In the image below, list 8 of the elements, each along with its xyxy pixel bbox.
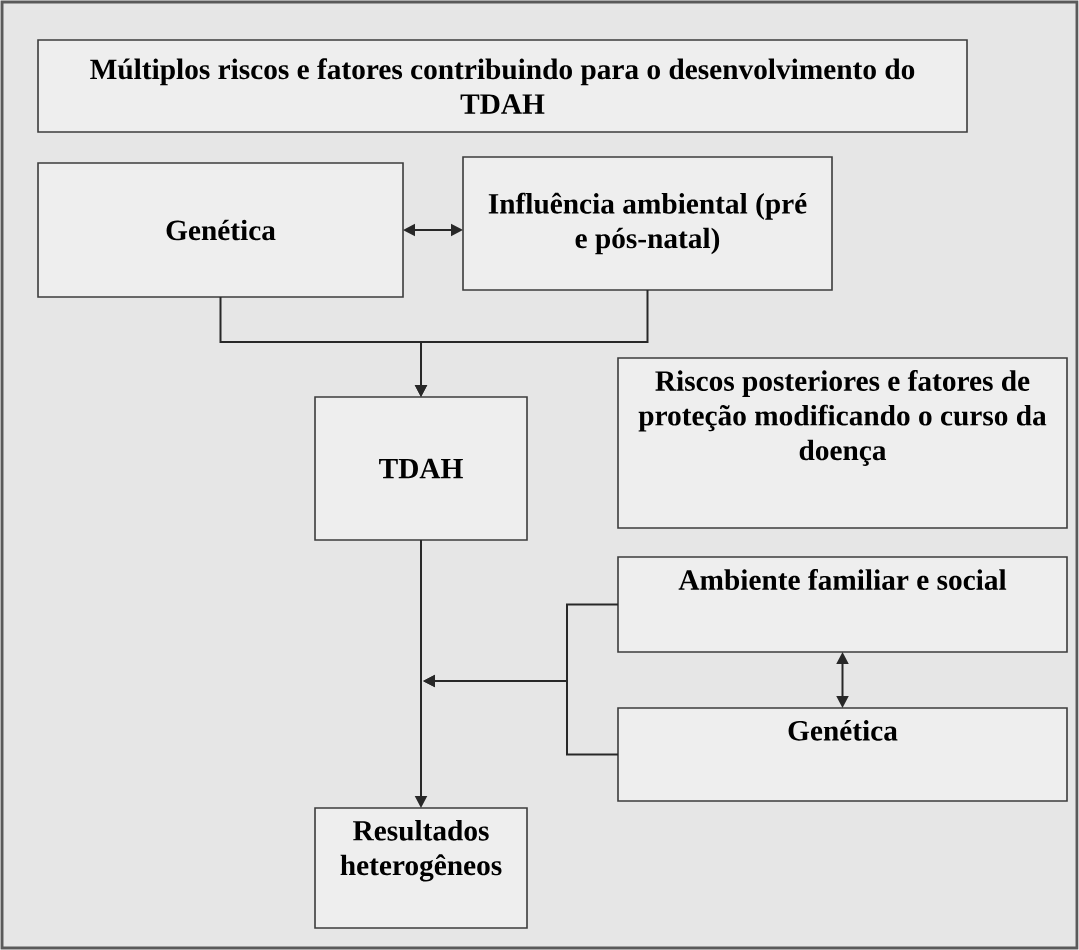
process-box: Riscos posteriores e fatores de proteção modificando o curso da doença: [617, 357, 1068, 529]
process-box: Genética: [617, 707, 1068, 802]
process-box: TDAH: [314, 396, 528, 541]
process-box: Influência ambiental (pré e pós-natal): [462, 156, 833, 291]
process-box: Resultados heterogêneos: [314, 807, 528, 929]
process-box: Múltiplos riscos e fatores contribuindo para o desenvolvimento do TDAH: [37, 39, 968, 133]
process-box: Ambiente familiar e social: [617, 556, 1068, 653]
process-box: Genética: [37, 162, 404, 298]
